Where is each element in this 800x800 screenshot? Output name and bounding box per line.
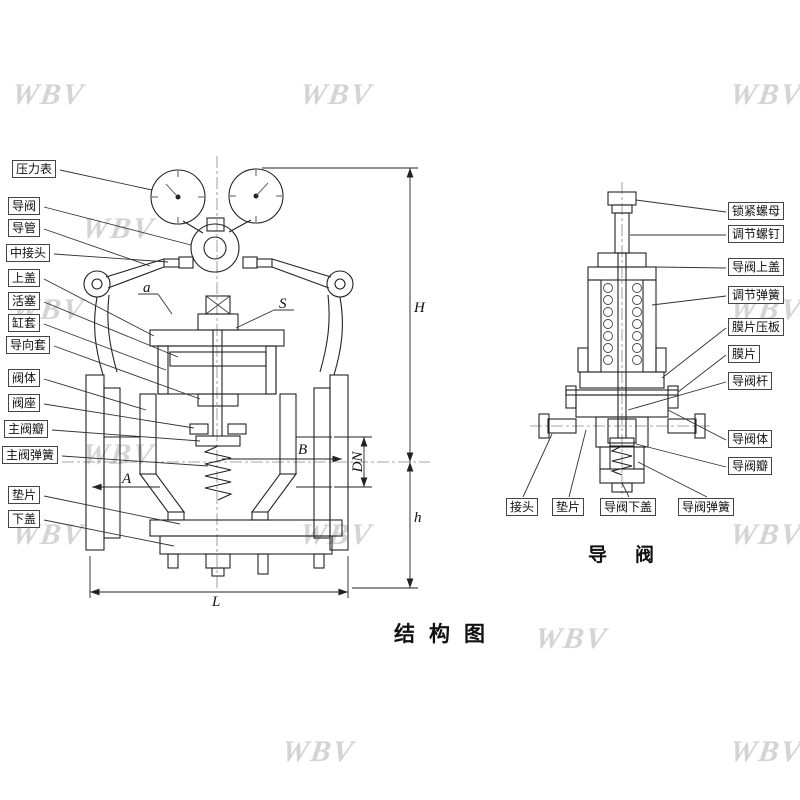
part-label: 导向套 (6, 336, 51, 354)
leader-lines-pilot (522, 199, 727, 498)
dim-H: H (413, 300, 426, 316)
part-label: 接头 (506, 498, 539, 516)
main-valve-drawing (83, 168, 354, 577)
centerlines (62, 156, 712, 588)
outlet-flange (313, 374, 349, 551)
main-diagram-title: 结构图 (394, 623, 499, 646)
pressure-gauge-left (150, 169, 206, 225)
part-label: 导阀体 (728, 430, 773, 448)
pressure-gauge-right (228, 168, 284, 224)
dim-DN: DN (350, 451, 366, 474)
part-label: 导管 (8, 219, 41, 237)
part-label: 膜片 (728, 345, 761, 363)
pilot-valve-drawing (538, 191, 706, 493)
part-label: 导阀瓣 (728, 457, 773, 475)
pilot-disc-and-spring (609, 437, 635, 476)
dim-a: a (143, 280, 151, 296)
part-label: 导阀 (8, 197, 41, 215)
part-label: 锁紧螺母 (728, 202, 785, 220)
part-label: 活塞 (8, 292, 41, 310)
valve-body (104, 393, 332, 521)
part-label: 中接头 (6, 244, 51, 262)
part-label: 垫片 (552, 498, 585, 516)
part-label: 导阀杆 (728, 372, 773, 390)
part-label: 导阀上盖 (728, 258, 785, 276)
part-label: 下盖 (8, 510, 41, 528)
dim-A: A (121, 471, 132, 487)
dim-h: h (414, 510, 422, 526)
dim-L: L (211, 594, 220, 610)
pilot-valve-top (163, 217, 273, 273)
dimension-labels: H h L B DN A S a (121, 280, 426, 610)
dimension-lines (89, 167, 418, 598)
part-label: 缸套 (8, 314, 41, 332)
cylinder-and-piston (157, 345, 277, 407)
dim-B: B (298, 442, 307, 458)
bottom-cover (149, 519, 343, 577)
yoke-arms (94, 294, 343, 376)
part-label: 主阀瓣 (4, 420, 49, 438)
leader-lines-main (43, 169, 209, 547)
part-label: 阀体 (8, 369, 41, 387)
inlet-flange (85, 374, 121, 551)
part-label: 导阀下盖 (600, 498, 657, 516)
pilot-diagram-title: 导阀 (588, 545, 683, 566)
part-label: 调节弹簧 (728, 286, 785, 304)
part-label: 膜片压板 (728, 318, 785, 336)
adjusting-screw (607, 191, 637, 254)
part-label: 垫片 (8, 486, 41, 504)
part-label: 调节螺钉 (728, 225, 785, 243)
part-label: 压力表 (12, 160, 57, 178)
part-label: 阀座 (8, 394, 41, 412)
part-label: 上盖 (8, 269, 41, 287)
dim-S: S (279, 296, 287, 312)
pilot-tubes (83, 258, 354, 298)
part-label: 主阀弹簧 (2, 446, 59, 464)
part-label: 导阀弹簧 (678, 498, 735, 516)
pilot-body (538, 394, 706, 448)
